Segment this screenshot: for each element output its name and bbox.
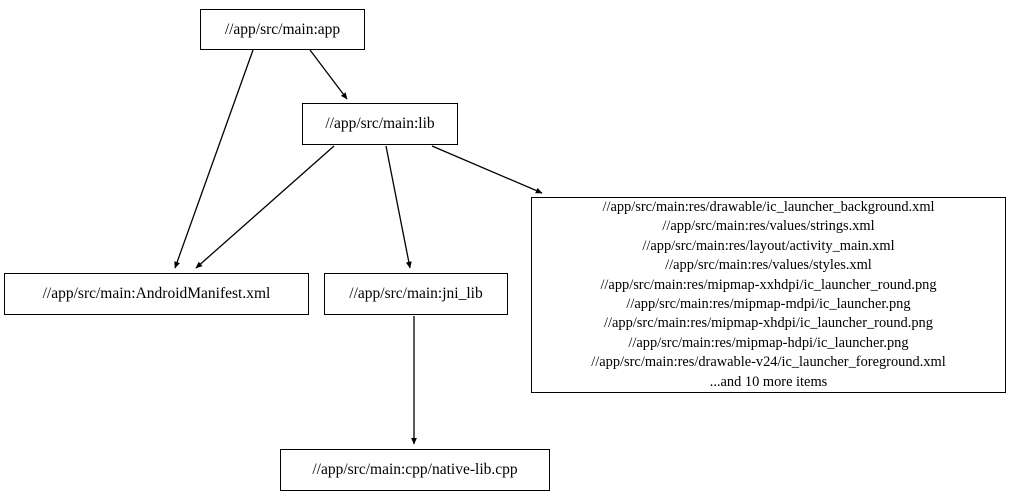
node-resources-line: //app/src/main:res/mipmap-xxhdpi/ic_laun…: [600, 276, 937, 293]
node-app-label: //app/src/main:app: [224, 20, 341, 38]
node-android-manifest-label: //app/src/main:AndroidManifest.xml: [42, 285, 271, 303]
node-native-lib-cpp-label: //app/src/main:cpp/native-lib.cpp: [312, 461, 518, 479]
node-app[interactable]: //app/src/main:app: [200, 9, 365, 50]
node-resources-line: //app/src/main:res/layout/activity_main.…: [642, 237, 895, 254]
node-jni-lib[interactable]: //app/src/main:jni_lib: [324, 273, 508, 315]
node-resources-line: //app/src/main:res/mipmap-mdpi/ic_launch…: [626, 296, 911, 312]
node-jni-lib-label: //app/src/main:jni_lib: [349, 285, 483, 303]
edge-lib-to-resources: [431, 145, 543, 194]
edge-app-to-manifest: [174, 49, 254, 269]
edge-app-to-lib: [309, 49, 348, 100]
node-lib-label: //app/src/main:lib: [325, 115, 435, 133]
node-resources-label-list: //app/src/main:res/drawable/ic_launcher_…: [585, 198, 951, 392]
node-resources-line: //app/src/main:res/mipmap-hdpi/ic_launch…: [628, 334, 909, 351]
edge-lib-to-jni-lib: [385, 145, 412, 269]
node-resources-line: ...and 10 more items: [709, 373, 828, 390]
node-android-manifest[interactable]: //app/src/main:AndroidManifest.xml: [4, 273, 309, 315]
node-resources-line: //app/src/main:res/mipmap-xhdpi/ic_launc…: [604, 315, 933, 332]
node-resources-line: //app/src/main:res/drawable/ic_launcher_…: [602, 198, 935, 215]
node-resources-line: //app/src/main:res/drawable-v24/ic_launc…: [591, 354, 946, 371]
node-resources-collapsed[interactable]: //app/src/main:res/drawable/ic_launcher_…: [531, 197, 1006, 393]
node-resources-line: //app/src/main:res/values/strings.xml: [662, 218, 875, 235]
edge-lib-to-manifest: [195, 145, 335, 269]
node-resources-line: //app/src/main:res/values/styles.xml: [665, 257, 872, 274]
node-lib[interactable]: //app/src/main:lib: [302, 103, 458, 145]
node-native-lib-cpp[interactable]: //app/src/main:cpp/native-lib.cpp: [280, 449, 550, 491]
